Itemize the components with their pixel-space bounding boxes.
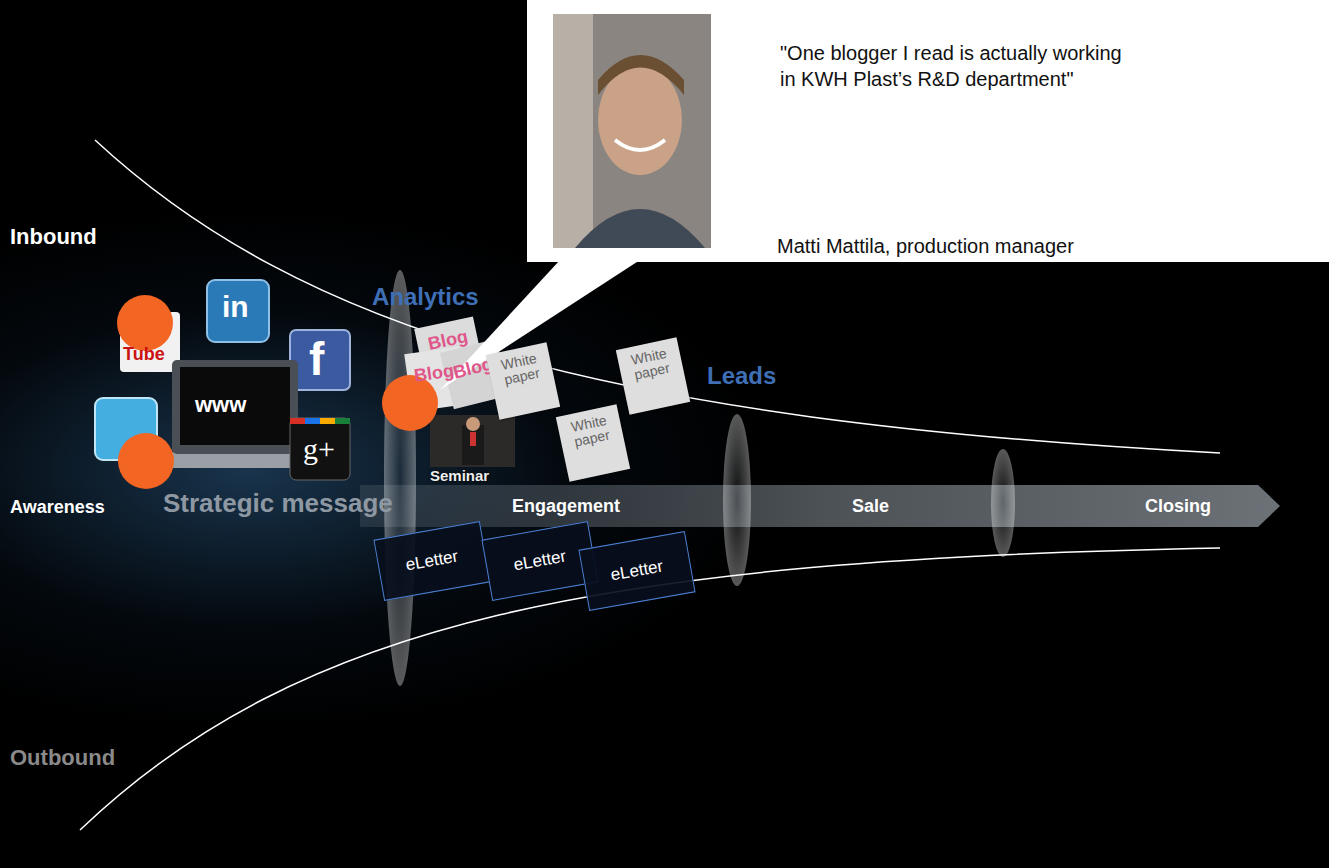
white-paper: White paper [616, 337, 690, 414]
icon-text: in [222, 290, 249, 325]
laptop-keyboard [160, 452, 310, 468]
eletter-title: eLetter [512, 547, 568, 576]
highlight-dot [117, 295, 173, 351]
paper-title: White paper [621, 344, 680, 384]
quote-text: "One blogger I read is actually working … [780, 40, 1140, 92]
highlight-dot [118, 433, 174, 489]
quote-author: Matti Mattila, production manager [777, 233, 1074, 259]
white-paper: White paper [556, 404, 630, 481]
stage-label: Strategic message [163, 489, 393, 519]
portrait-photo [553, 14, 711, 248]
lens [991, 449, 1015, 557]
stage-arrow: Engagement Sale Closing [360, 485, 1280, 527]
eletter-card: eLetter [578, 531, 695, 611]
icon-text: www [195, 392, 246, 417]
googleplus-icon [290, 418, 350, 480]
lens [723, 414, 751, 586]
lens [384, 270, 416, 686]
icon-text: f [309, 333, 324, 386]
eletter-title: eLetter [609, 557, 665, 586]
paper-title: White paper [491, 349, 550, 389]
callout-box [527, 0, 1329, 262]
white-paper: White paper [486, 342, 560, 419]
stage-label: Sale [852, 496, 889, 517]
stage-label: Closing [1145, 496, 1211, 517]
icon-text: Tube [123, 344, 165, 365]
laptop-screen [180, 367, 290, 445]
stage-label: Awareness [10, 497, 105, 518]
paper-title: White paper [561, 411, 620, 451]
icon-text: g+ [303, 432, 335, 467]
eletter-title: eLetter [404, 547, 460, 576]
section-label: Inbound [10, 224, 97, 249]
linkedin-icon [207, 280, 269, 342]
stage-arrow [360, 485, 1280, 527]
laptop-body [172, 360, 298, 454]
facebook-icon [290, 330, 350, 390]
seminar-photo [430, 415, 515, 467]
phase-label: Leads [707, 362, 776, 390]
section-label: Outbound [10, 745, 115, 770]
quote-callout: "One blogger I read is actually working … [760, 40, 1160, 262]
phase-label: Analytics [372, 283, 479, 311]
icon-caption: Seminar [430, 467, 489, 484]
callout-pointer [440, 260, 640, 390]
stage-label: Engagement [512, 496, 620, 517]
